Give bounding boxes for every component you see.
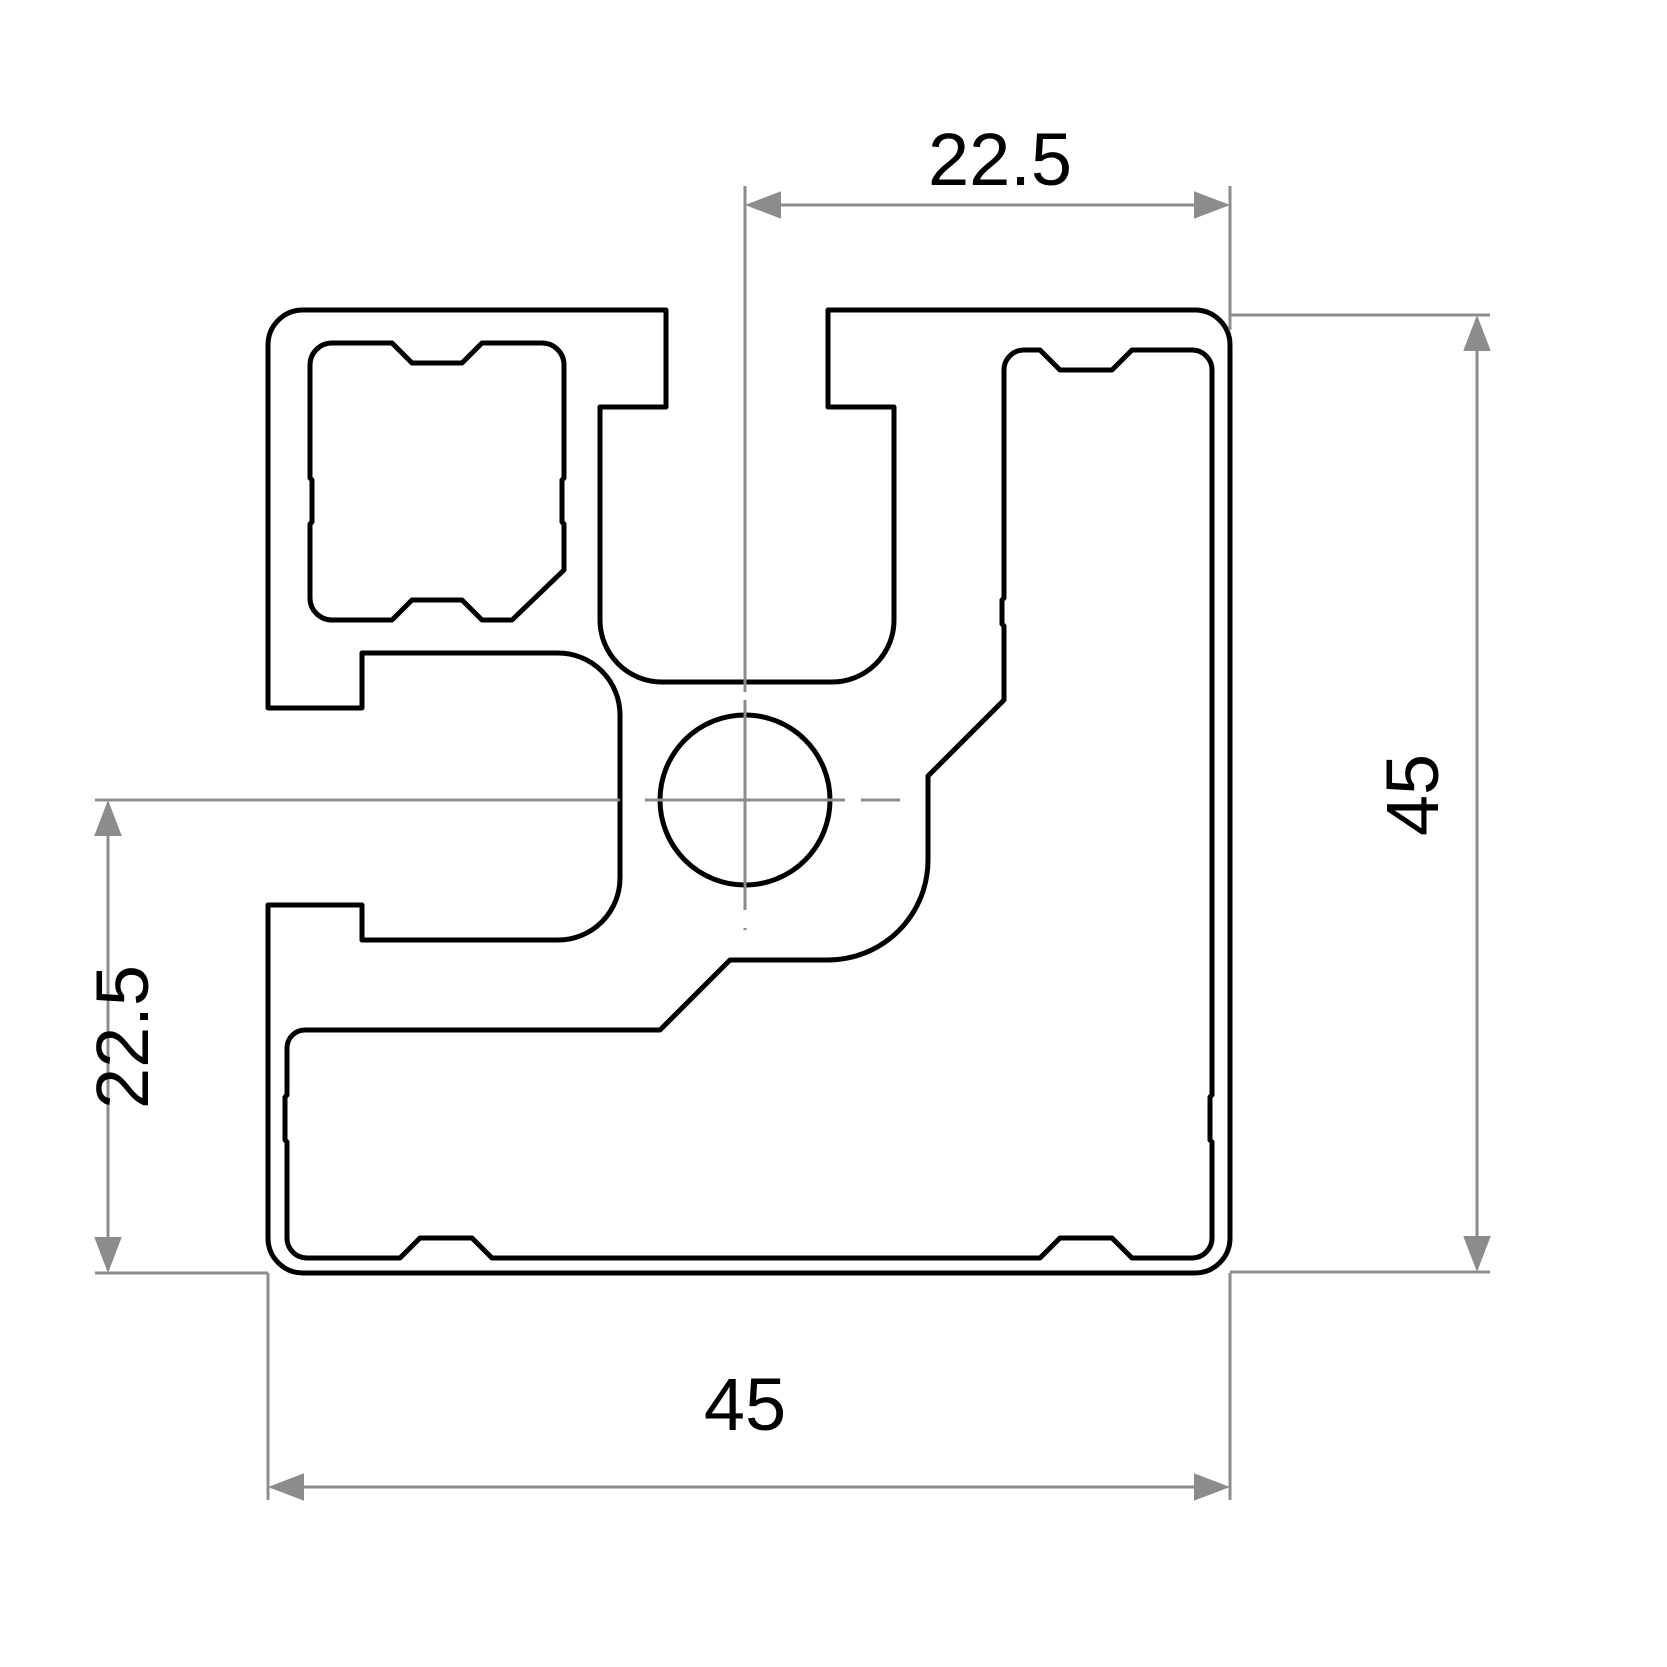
- top-width-dimension-label: 22.5: [928, 118, 1072, 201]
- bore-collar-path: [282, 347, 1215, 1261]
- dimension-labels-group: 22.5 45 45 22.5: [81, 118, 1454, 1446]
- right-height-dimension-label: 45: [1371, 754, 1454, 836]
- dimensions-group: [94, 186, 1491, 1501]
- outer-silhouette-path: [265, 307, 1233, 1276]
- profile-outline-group: [265, 307, 1233, 1276]
- bottom-width-dimension-label: 45: [704, 1363, 786, 1446]
- left-height-dimension-label: 22.5: [81, 965, 164, 1109]
- center-lines-group: [95, 186, 900, 930]
- chamber-top-left-path: [307, 340, 567, 623]
